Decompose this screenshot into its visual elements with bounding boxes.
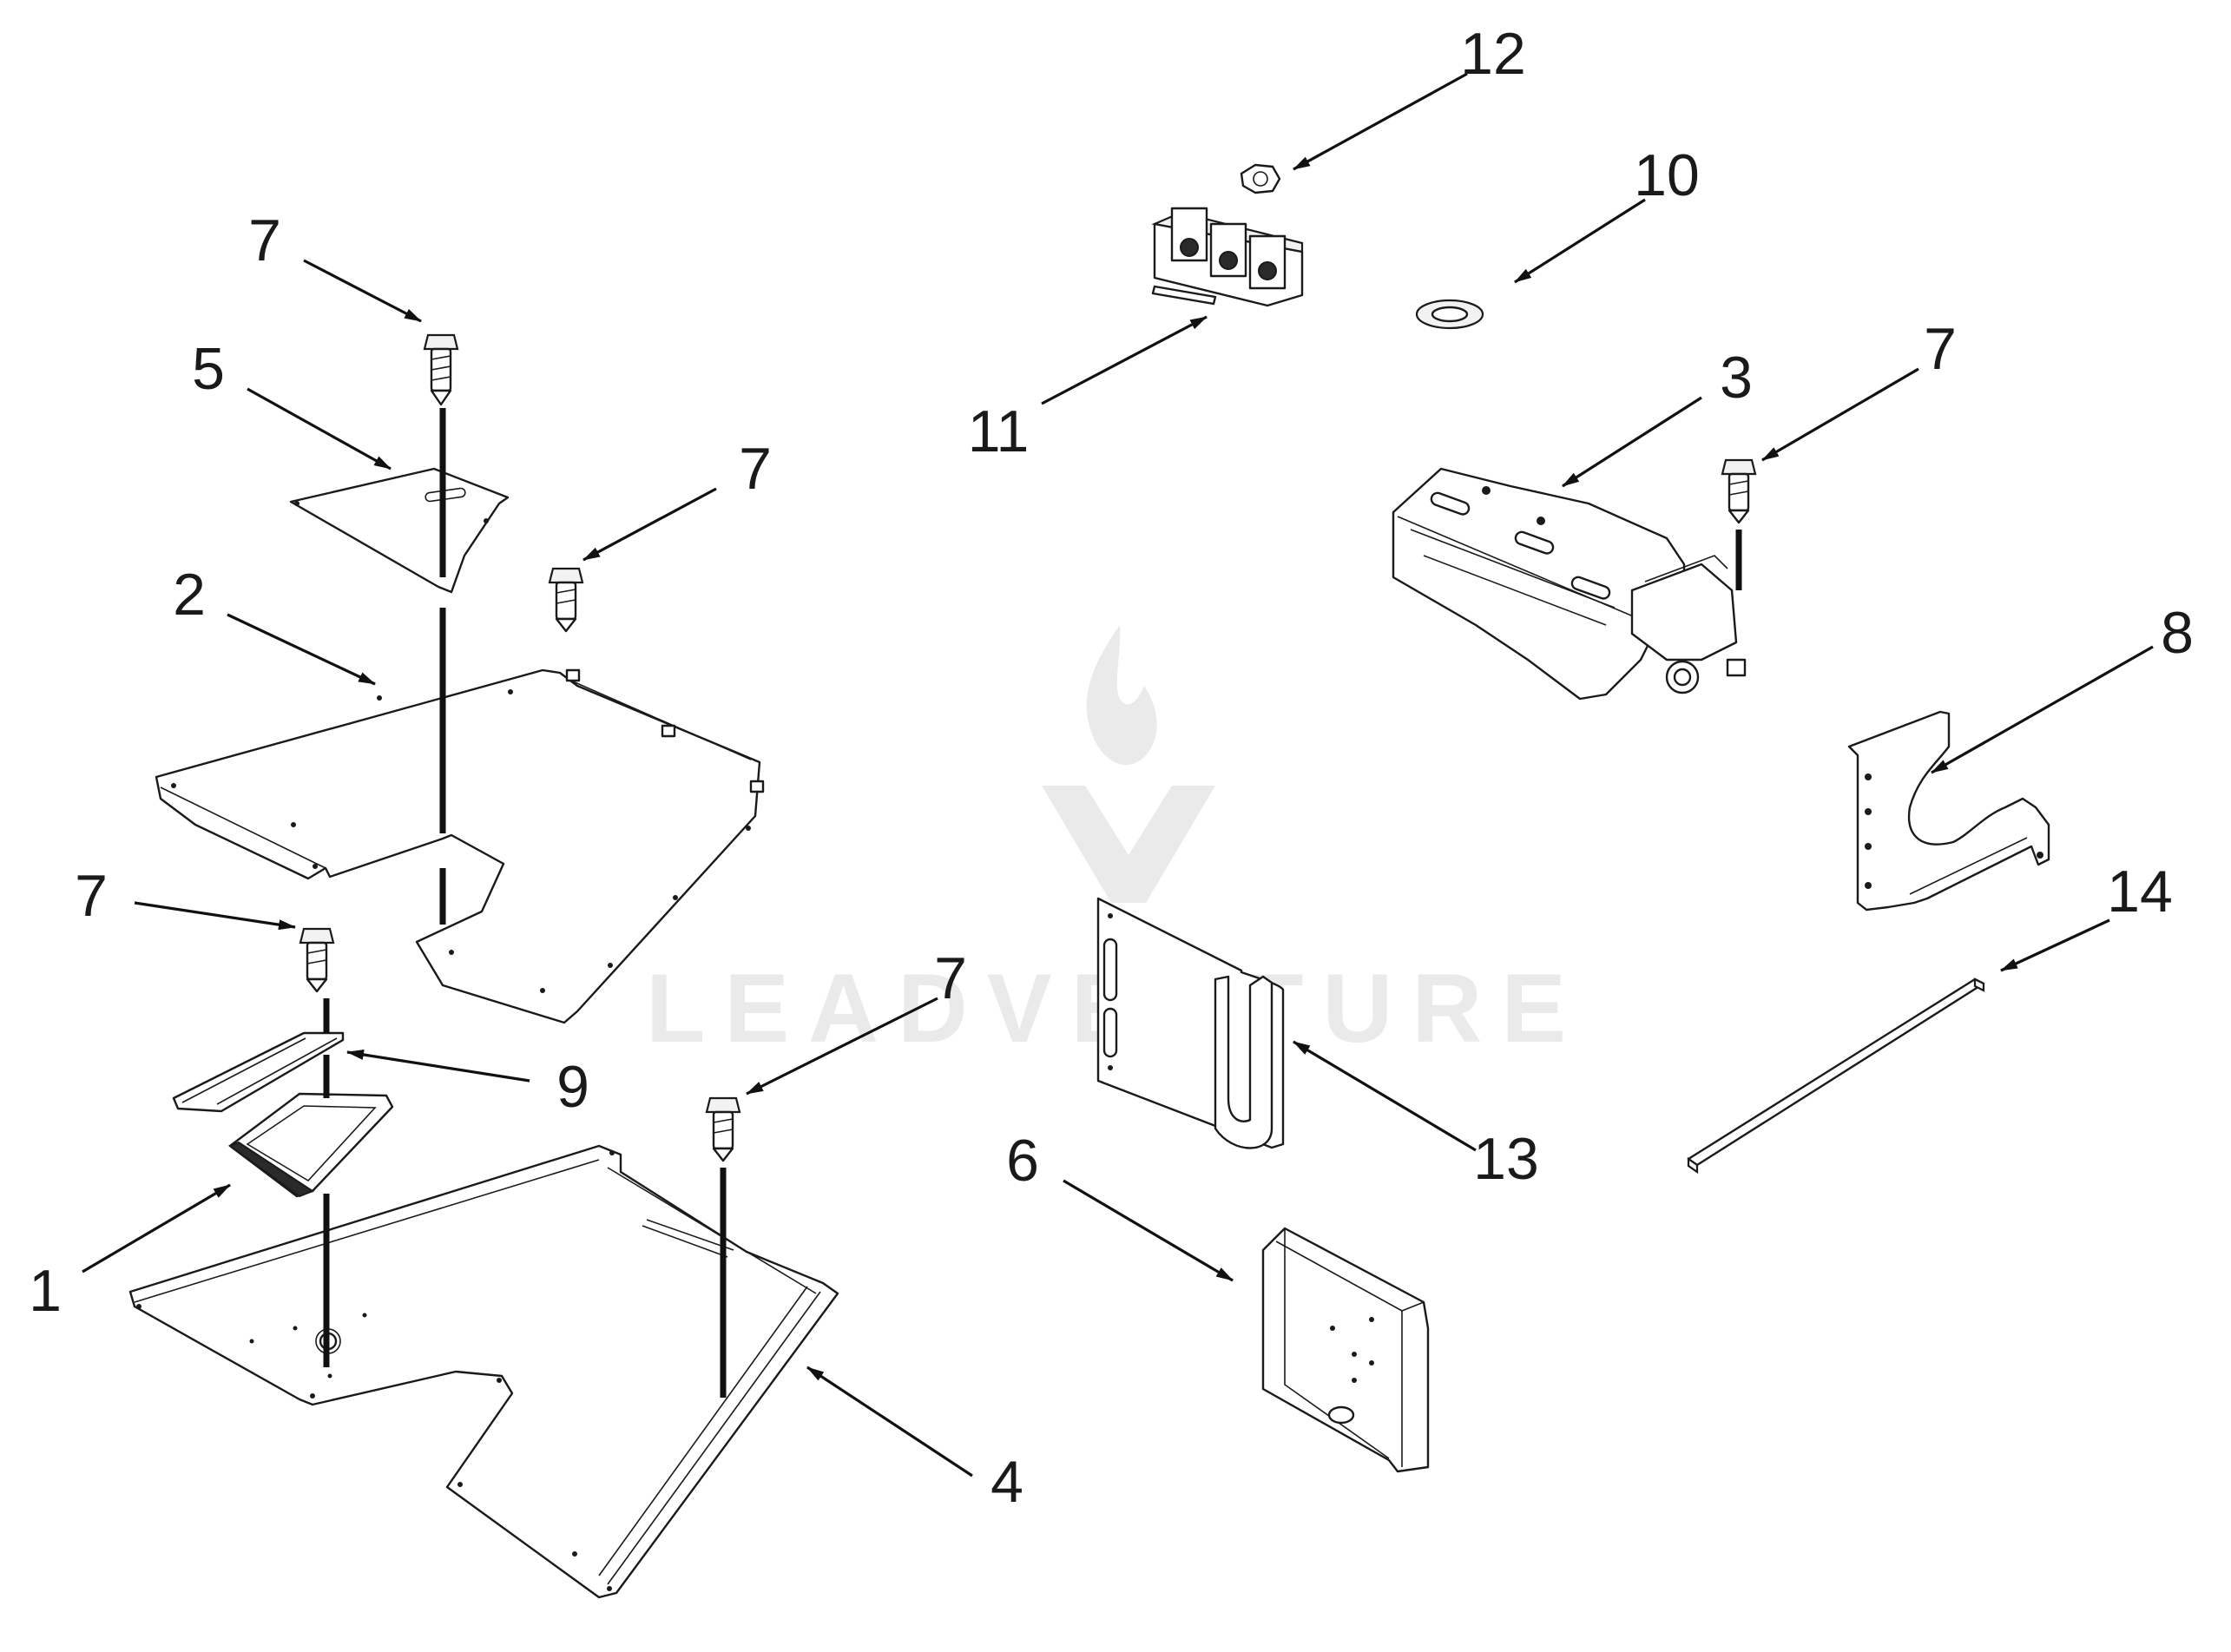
leader-5 — [247, 387, 392, 471]
callout-9: 9 — [556, 1054, 589, 1120]
part-12-nut — [1240, 163, 1281, 194]
leader-14 — [2000, 918, 2110, 972]
callout-7-bottom: 7 — [934, 945, 967, 1011]
screw-7-right — [1721, 458, 1757, 524]
leader-6 — [1063, 1179, 1234, 1282]
callout-1: 1 — [29, 1258, 62, 1324]
leader-7a — [303, 259, 422, 323]
callout-8: 8 — [2161, 600, 2194, 666]
leader-12 — [1293, 72, 1468, 171]
part-9-gasket-strip — [172, 1031, 345, 1113]
callout-14: 14 — [2107, 859, 2173, 925]
part-5-small-plate — [289, 467, 510, 594]
part-2-large-plate — [155, 668, 765, 1024]
part-6-box-bracket — [1261, 1227, 1430, 1473]
callout-7-right: 7 — [1924, 316, 1957, 382]
leader-13 — [1293, 1040, 1477, 1152]
screw-7-mid — [548, 567, 584, 633]
callout-11: 11 — [968, 398, 1030, 464]
part-1-small-bracket — [227, 1092, 394, 1198]
screw-7-lower-left — [299, 927, 335, 993]
part-13-u-slot-plate — [1096, 897, 1285, 1149]
leader-7c — [134, 901, 296, 931]
flame-logo-icon — [1042, 625, 1215, 903]
callout-7-top-left: 7 — [248, 207, 281, 273]
callout-2: 2 — [173, 562, 206, 628]
leader-7d — [746, 997, 938, 1096]
leader-9 — [346, 1050, 530, 1083]
part-14-rod — [1687, 977, 1985, 1175]
leader-4 — [806, 1366, 973, 1478]
callout-6: 6 — [1006, 1128, 1039, 1194]
leader-10 — [1514, 198, 1646, 284]
callout-10: 10 — [1634, 142, 1700, 208]
part-11-terminal-block — [1151, 207, 1304, 307]
callout-5: 5 — [192, 336, 225, 402]
callout-7-mid: 7 — [739, 436, 772, 502]
leader-7e — [1761, 367, 1919, 462]
callout-labels: 7 5 7 2 7 9 1 7 4 12 10 11 3 7 8 14 13 6 — [29, 21, 2194, 1515]
leader-7b — [582, 487, 717, 562]
leader-1 — [82, 1183, 231, 1274]
callout-7-lower-left: 7 — [75, 863, 108, 929]
part-10-washer — [1415, 299, 1484, 330]
part-4-base-plate — [128, 1144, 839, 1599]
callout-13: 13 — [1473, 1126, 1539, 1192]
leader-2 — [227, 613, 376, 686]
leader-8 — [1931, 645, 2154, 774]
part-8-curved-bracket — [1847, 710, 2050, 912]
leader-11 — [1041, 315, 1208, 405]
callout-4: 4 — [990, 1449, 1023, 1515]
callout-3: 3 — [1720, 345, 1753, 411]
leader-3 — [1562, 396, 1702, 488]
leader-lines — [82, 72, 2154, 1478]
screw-7-bottom — [705, 1096, 741, 1162]
callout-12: 12 — [1460, 21, 1526, 87]
screw-7-top-left — [423, 333, 459, 406]
part-3-valve-assembly — [1392, 467, 1747, 701]
